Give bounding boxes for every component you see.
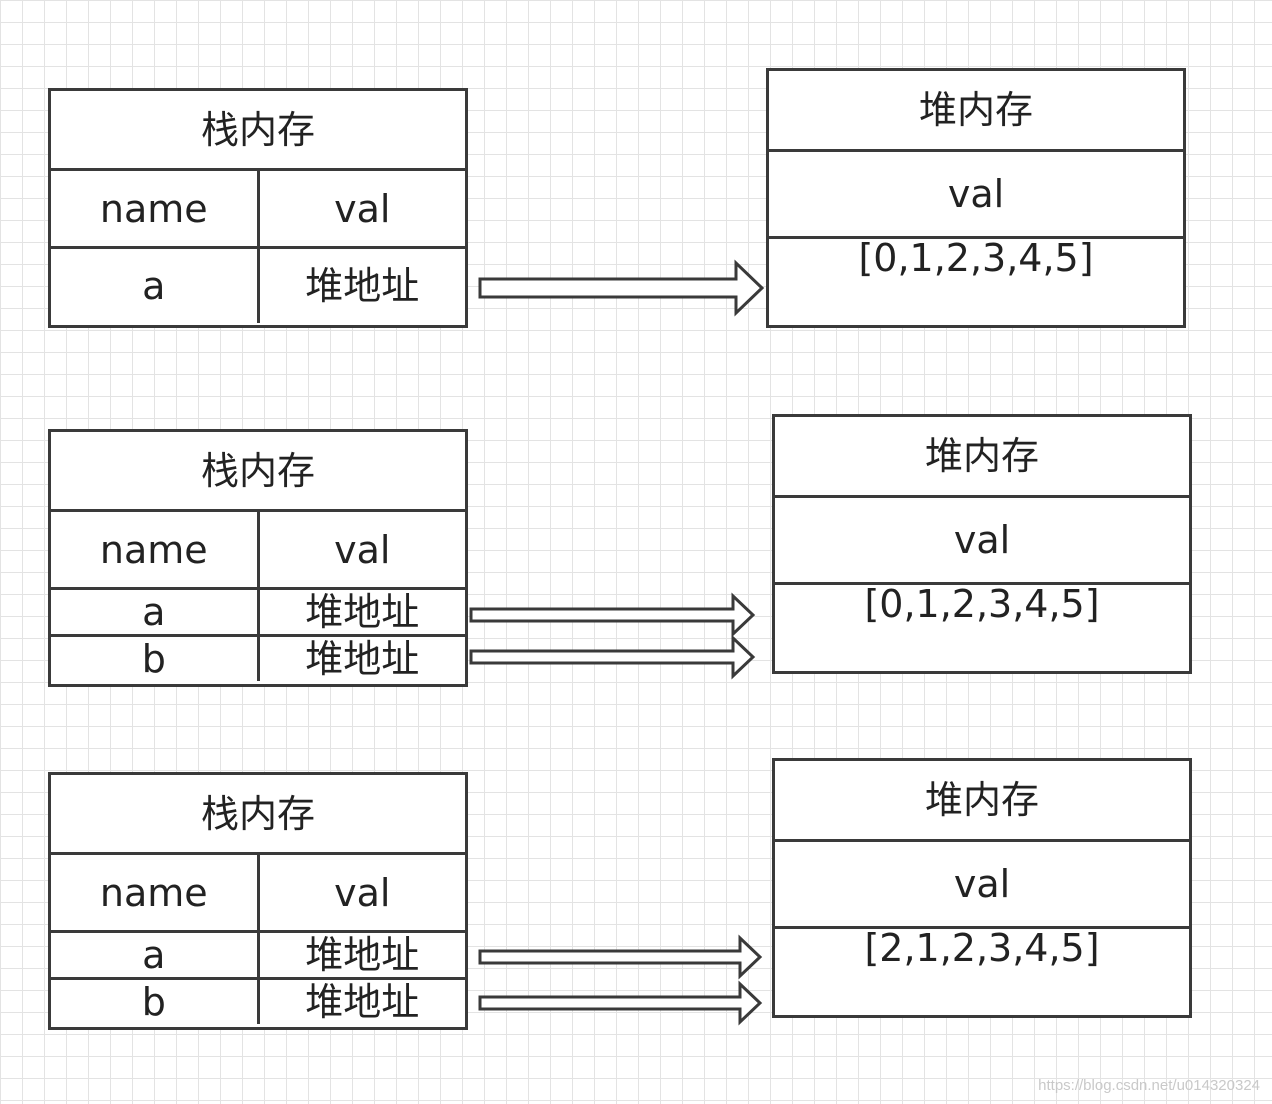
stack-row-b: b 堆地址 — [51, 977, 465, 1024]
stack-row-a: a 堆地址 — [51, 587, 465, 634]
heap-array-value: [0,1,2,3,4,5] — [864, 582, 1100, 626]
heap-address-b: 堆地址 — [256, 980, 466, 1024]
stack-row-a: a 堆地址 — [51, 246, 465, 323]
heap-address-a: 堆地址 — [256, 590, 466, 634]
stack-table-2: 栈内存 name val a 堆地址 b 堆地址 — [48, 429, 468, 687]
var-name-b: b — [141, 637, 166, 681]
stack-title-row: 栈内存 — [51, 91, 465, 168]
heap-title-row: 堆内存 — [769, 71, 1183, 149]
var-name-b: b — [141, 980, 166, 1024]
stack-header-row: name val — [51, 168, 465, 246]
heap-val-header: val — [953, 518, 1011, 562]
name-header: name — [99, 186, 208, 231]
stack-title-row: 栈内存 — [51, 775, 465, 852]
heap-table-2: 堆内存 val [0,1,2,3,4,5] — [772, 414, 1192, 674]
arrow-a-to-heap-3 — [478, 934, 763, 980]
heap-title-row: 堆内存 — [775, 761, 1189, 839]
arrow-a-to-heap-2 — [469, 592, 756, 638]
var-name-a: a — [142, 264, 166, 308]
heap-title: 堆内存 — [924, 434, 1039, 478]
val-header: val — [256, 855, 466, 930]
val-header: val — [256, 512, 466, 587]
var-name-a: a — [142, 590, 166, 634]
watermark: https://blog.csdn.net/u014320324 — [1038, 1077, 1260, 1094]
stack-title-row: 栈内存 — [51, 432, 465, 509]
name-header: name — [99, 527, 208, 572]
stack-table-1: 栈内存 name val a 堆地址 — [48, 88, 468, 328]
heap-array-row: [0,1,2,3,4,5] — [775, 582, 1189, 623]
stack-row-b: b 堆地址 — [51, 634, 465, 681]
heap-address-b: 堆地址 — [256, 637, 466, 681]
var-name-a: a — [142, 933, 166, 977]
stack-row-a: a 堆地址 — [51, 930, 465, 977]
heap-address-a: 堆地址 — [256, 249, 466, 323]
heap-title: 堆内存 — [918, 88, 1033, 132]
heap-array-row: [0,1,2,3,4,5] — [769, 236, 1183, 277]
stack-title: 栈内存 — [200, 448, 315, 493]
val-header: val — [256, 171, 466, 246]
heap-address-a: 堆地址 — [256, 933, 466, 977]
stack-header-row: name val — [51, 852, 465, 930]
name-header: name — [99, 870, 208, 915]
heap-array-value: [0,1,2,3,4,5] — [858, 236, 1094, 280]
heap-table-1: 堆内存 val [0,1,2,3,4,5] — [766, 68, 1186, 328]
heap-header-row: val — [775, 495, 1189, 582]
arrow-b-to-heap-2 — [469, 634, 756, 680]
heap-val-header: val — [953, 862, 1011, 906]
heap-header-row: val — [769, 149, 1183, 236]
heap-title: 堆内存 — [924, 778, 1039, 822]
arrow-a-to-heap-1 — [478, 259, 765, 317]
stack-table-3: 栈内存 name val a 堆地址 b 堆地址 — [48, 772, 468, 1030]
arrow-b-to-heap-3 — [478, 980, 763, 1026]
stack-title: 栈内存 — [200, 107, 315, 152]
heap-header-row: val — [775, 839, 1189, 926]
stack-header-row: name val — [51, 509, 465, 587]
heap-array-value: [2,1,2,3,4,5] — [864, 926, 1100, 970]
heap-array-row: [2,1,2,3,4,5] — [775, 926, 1189, 967]
heap-title-row: 堆内存 — [775, 417, 1189, 495]
heap-val-header: val — [947, 172, 1005, 216]
stack-title: 栈内存 — [200, 791, 315, 836]
heap-table-3: 堆内存 val [2,1,2,3,4,5] — [772, 758, 1192, 1018]
